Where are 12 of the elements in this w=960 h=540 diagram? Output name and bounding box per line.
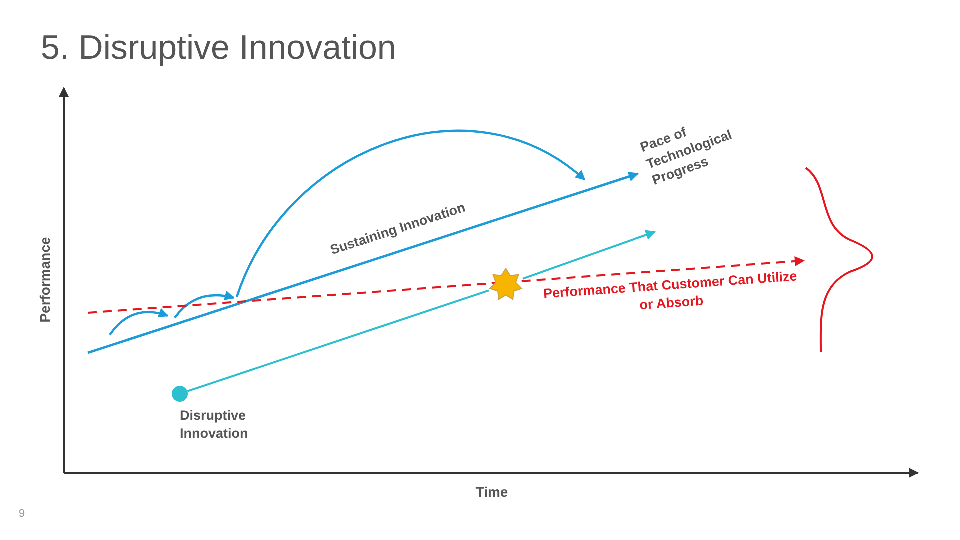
slide-title: 5. Disruptive Innovation <box>41 30 396 68</box>
dashed-arrow <box>88 256 805 314</box>
arrow <box>88 172 639 354</box>
node-caption: Disruptive Innovation <box>180 407 250 442</box>
starburst-icon <box>489 268 523 302</box>
page-number: 9 <box>18 506 26 522</box>
edge-label: Performance That Customer Can Utilize or Absorb <box>542 268 799 314</box>
axis-label: Time <box>476 482 508 502</box>
arrow <box>522 230 656 280</box>
axis-label: Performance <box>36 237 54 323</box>
connector-line <box>187 290 490 392</box>
dot-icon <box>172 386 188 402</box>
